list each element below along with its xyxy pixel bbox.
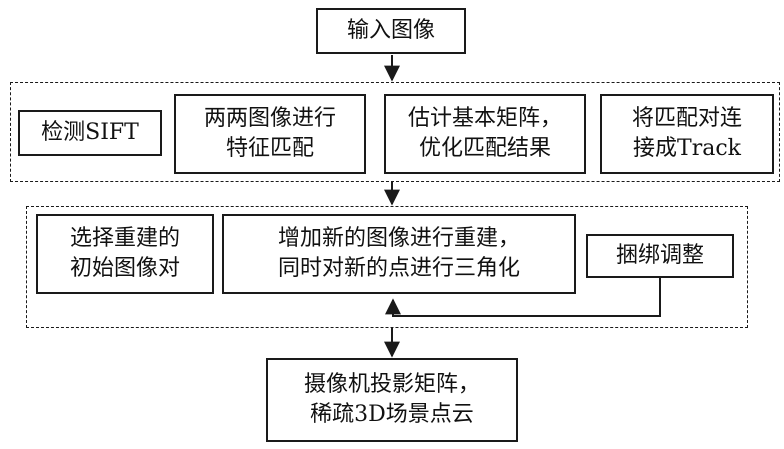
pairwise-matching-box: 两两图像进行 特征匹配	[174, 94, 366, 174]
input-image-label: 输入图像	[346, 18, 435, 43]
input-image-box: 输入图像	[316, 8, 466, 54]
build-track-box: 将匹配对连 接成Track	[600, 94, 774, 174]
estimate-fundamental-line2: 优化匹配结果	[418, 136, 551, 161]
output-line2: 稀疏3D场景点云	[310, 402, 474, 427]
select-initial-pair-line2: 初始图像对	[69, 256, 180, 281]
build-track-line1: 将匹配对连	[631, 106, 742, 131]
detect-sift-label: 检测SIFT	[41, 120, 139, 145]
reconstruction-stage-group	[26, 206, 748, 328]
estimate-fundamental-box: 估计基本矩阵， 优化匹配结果	[384, 94, 586, 174]
incremental-reconstruction-line2: 同时对新的点进行三角化	[277, 256, 520, 281]
estimate-fundamental-line1: 估计基本矩阵，	[407, 106, 562, 131]
incremental-reconstruction-line1: 增加新的图像进行重建，	[277, 226, 520, 251]
build-track-line2: 接成Track	[633, 136, 741, 161]
pairwise-matching-line1: 两两图像进行	[203, 106, 336, 131]
bundle-adjustment-box: 捆绑调整	[586, 234, 734, 278]
select-initial-pair-line1: 选择重建的	[69, 226, 180, 251]
feature-stage-group	[10, 82, 780, 182]
bundle-adjustment-label: 捆绑调整	[615, 243, 704, 268]
pairwise-matching-line2: 特征匹配	[225, 136, 314, 161]
detect-sift-box: 检测SIFT	[18, 110, 162, 156]
incremental-reconstruction-box: 增加新的图像进行重建， 同时对新的点进行三角化	[222, 214, 576, 294]
output-box: 摄像机投影矩阵， 稀疏3D场景点云	[266, 358, 518, 442]
select-initial-pair-box: 选择重建的 初始图像对	[36, 214, 214, 294]
output-line1: 摄像机投影矩阵，	[303, 372, 480, 397]
